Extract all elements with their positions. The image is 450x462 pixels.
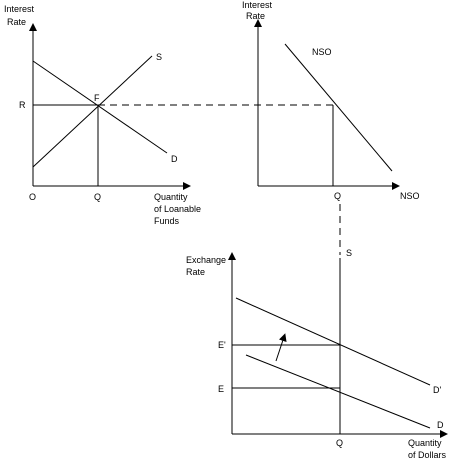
lf-q-label: Q (94, 192, 101, 202)
fx-demand-shift-arrow (275, 333, 287, 362)
fx-x-axis-label-line2: of Dollars (408, 450, 447, 460)
lf-demand-curve (32, 60, 168, 154)
lf-y-axis-label-line1: Interest (4, 4, 35, 14)
nso-curve (284, 43, 393, 172)
fx-panel: Exchange Rate S E' E D' D Q Quantity of … (186, 248, 448, 460)
fx-demand-shifted-label: D' (433, 385, 441, 395)
fx-y-axis-label-line1: Exchange (186, 255, 226, 265)
fx-demand-label: D (437, 420, 444, 430)
loanable-funds-panel: Interest Rate Quantity of Loanable Funds… (4, 4, 201, 226)
fx-x-axis-label-line1: Quantity (408, 438, 442, 448)
nso-x-axis-label: NSO (400, 191, 420, 201)
fx-y-axis-label-line2: Rate (186, 267, 205, 277)
lf-x-axis-label-line3: Funds (154, 216, 180, 226)
nso-y-axis-label-line2: Rate (246, 11, 265, 21)
lf-f-label: F (94, 93, 100, 103)
lf-origin-label: O (29, 192, 36, 202)
fx-e-label: E (218, 384, 224, 394)
lf-x-axis-label-line2: of Loanable (154, 204, 201, 214)
lf-supply-label: S (156, 52, 162, 62)
fx-demand-shifted-curve (235, 297, 431, 386)
nso-q-label: Q (334, 191, 341, 201)
fx-e-prime-label: E' (218, 340, 226, 350)
fx-demand-curve (245, 354, 431, 429)
nso-panel: Interest Rate NSO NSO Q (242, 0, 420, 201)
nso-curve-label: NSO (312, 47, 332, 57)
lf-y-axis-label-line2: Rate (7, 17, 26, 27)
fx-q-label: Q (336, 438, 343, 448)
lf-x-axis-label-line1: Quantity (154, 192, 188, 202)
lf-r-label: R (19, 100, 26, 110)
nso-y-axis-label-line1: Interest (242, 0, 273, 10)
fx-supply-label: S (346, 248, 352, 258)
lf-demand-label: D (171, 154, 178, 164)
lf-supply-curve (32, 55, 153, 168)
